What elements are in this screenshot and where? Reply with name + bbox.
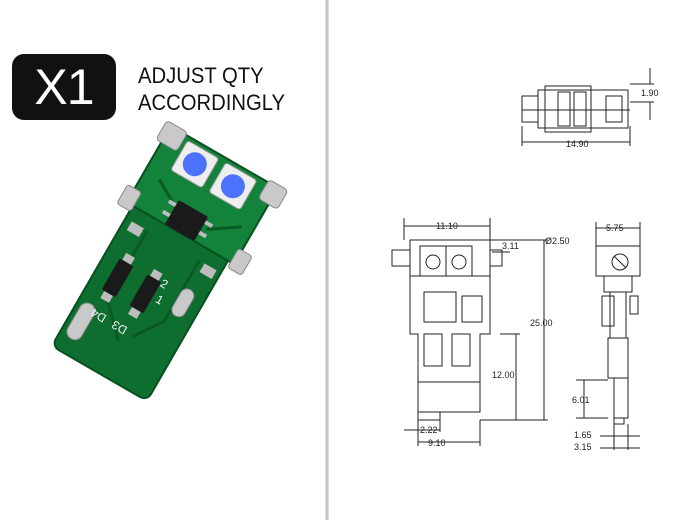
ic-chip — [165, 200, 208, 241]
dim-side-lower: 6.01 — [572, 395, 590, 405]
silkscreen-d3: D3 — [109, 317, 130, 337]
dim-top-width: 14.90 — [566, 139, 589, 149]
dim-front-height: 25.00 — [530, 318, 553, 328]
contact-pad — [171, 288, 195, 318]
dim-front-lower: 12.00 — [492, 370, 515, 380]
dim-side-base-b: 3.15 — [574, 442, 592, 452]
resistor — [199, 263, 217, 280]
solder-pad — [117, 184, 141, 211]
dim-front-tab: 3.11 — [502, 241, 519, 251]
note-line-2: ACCORDINGLY — [138, 90, 285, 115]
pcb-illustration: D3 D4 1 2 — [53, 121, 288, 400]
dim-front-width: 11.10 — [436, 221, 458, 231]
resistor — [126, 221, 144, 238]
quantity-badge: X1 — [12, 54, 116, 120]
solder-pad — [228, 248, 252, 275]
solder-pad — [259, 180, 288, 209]
dim-side-base-a: 1.65 — [574, 430, 592, 440]
top-view — [521, 68, 654, 146]
diode-d3 — [102, 259, 133, 297]
quantity-note: ADJUST QTY ACCORDINGLY — [138, 62, 285, 116]
dim-top-height: 1.90 — [641, 88, 659, 98]
contact-pad — [66, 302, 96, 341]
silkscreen-d4: D4 — [88, 305, 109, 325]
led-blue — [220, 174, 245, 199]
dim-front-base: 9.10 — [428, 438, 446, 448]
dim-side-width: 5.75 — [606, 223, 624, 233]
side-view — [576, 222, 641, 450]
front-view — [391, 218, 548, 446]
dim-hole-diameter: Ø2.50 — [545, 236, 570, 246]
dim-front-offset: 2.22 — [420, 425, 438, 435]
solder-pad — [156, 121, 187, 151]
diode-d4 — [130, 275, 161, 313]
section-divider — [325, 0, 329, 520]
led-blue — [182, 152, 207, 177]
note-line-1: ADJUST QTY — [138, 63, 264, 88]
